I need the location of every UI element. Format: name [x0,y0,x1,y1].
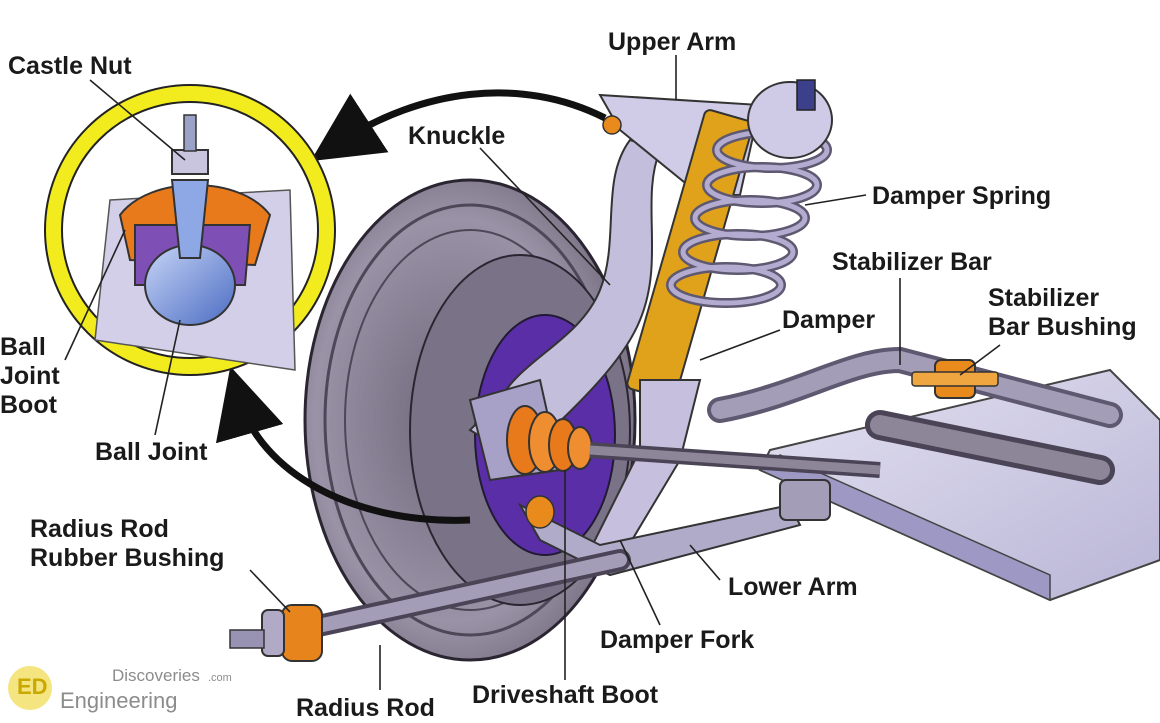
radius-rod-shape [229,549,631,662]
watermark-logo-letters: ED [17,674,48,699]
label-damper: Damper [782,306,876,334]
driveshaft-boot-shape [506,405,881,478]
label-ball-joint-boot-line3: Boot [0,391,57,419]
damper-spring-shape [666,79,833,308]
label-castle-nut: Castle Nut [8,52,132,80]
chassis-frame [758,368,1160,602]
stabilizer-bushing-shape [911,359,999,399]
label-driveshaft-boot: Driveshaft Boot [472,681,659,709]
label-radius-rod: Radius Rod [296,694,435,722]
label-radius-rod-rubber-bushing-line2: Rubber Bushing [30,544,225,572]
label-ball-joint-boot-line1: Ball [0,333,46,361]
label-upper-arm: Upper Arm [608,28,737,56]
ball-joint-detail [44,84,336,376]
label-stabilizer-bar-bushing-line2: Bar Bushing [988,313,1137,341]
watermark-site: Discoveries [112,666,200,685]
label-lower-arm: Lower Arm [728,573,858,601]
watermark-logo-icon [8,666,52,710]
stabilizer-bar-shape [707,346,1123,485]
watermark-brand: Engineering [60,688,178,713]
watermark-domain: .com [208,672,232,684]
label-ball-joint-boot-line2: Joint [0,362,60,390]
label-stabilizer-bar-bushing-line1: Stabilizer [988,284,1100,312]
label-radius-rod-rubber-bushing-line1: Radius Rod [30,515,169,543]
label-stabilizer-bar: Stabilizer Bar [832,248,992,276]
label-damper-fork: Damper Fork [600,626,755,654]
label-knuckle: Knuckle [408,122,506,150]
label-damper-spring: Damper Spring [872,182,1052,210]
leader-lines [64,55,1001,690]
callout-arrows [216,89,607,524]
label-ball-joint: Ball Joint [95,438,208,466]
